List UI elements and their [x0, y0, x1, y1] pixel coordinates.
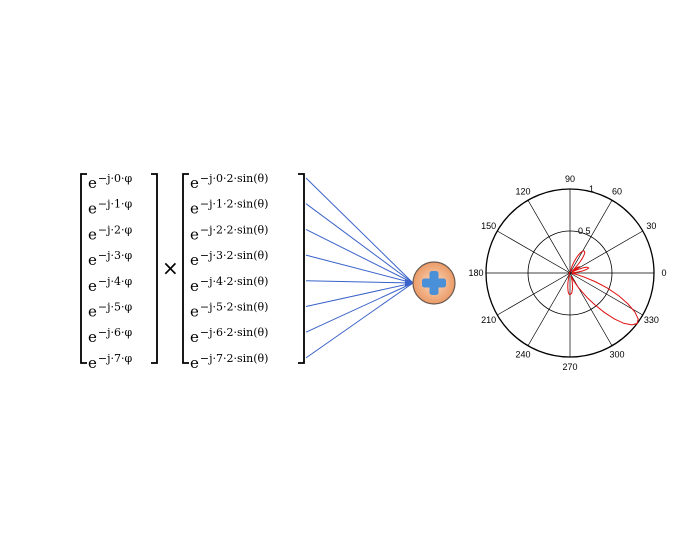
- right-vector-entry-base: e: [190, 174, 199, 192]
- polar-spoke-330: [569, 272, 643, 316]
- polar-beam-pattern: 0 30 60 90 120 150 180 210 240 270 300 330 0.5 1: [468, 174, 666, 372]
- polar-series-line: [567, 250, 639, 326]
- left-vector-entry-exponent: −j·1·φ: [98, 198, 133, 211]
- signal-lines: [305, 177, 414, 359]
- polar-angle-label-0: 0: [661, 268, 666, 278]
- right-vector-entry-2: e−j·2·2·sin(θ): [190, 223, 268, 243]
- left-vector-entry-base: e: [88, 225, 97, 243]
- left-vector-entry-exponent: −j·2·φ: [98, 223, 133, 236]
- left-vector-entry-5: e−j·5·φ: [88, 301, 133, 321]
- left-vector-entry-0: e−j·0·φ: [88, 172, 133, 192]
- summing-node: [412, 261, 456, 305]
- right-vector-entry-7: e−j·7·2·sin(θ): [190, 352, 268, 372]
- right-vector-entry-exponent: −j·5·2·sin(θ): [200, 301, 269, 314]
- right-vector-left-bracket: [182, 173, 189, 364]
- arrowhead: [405, 279, 414, 287]
- right-vector-entry-exponent: −j·2·2·sin(θ): [200, 223, 269, 236]
- radial-label-0.5: 0.5: [578, 226, 591, 236]
- left-vector-entry-exponent: −j·7·φ: [98, 352, 133, 365]
- left-vector-right-bracket: [151, 173, 158, 364]
- right-vector-entry-exponent: −j·3·2·sin(θ): [200, 249, 269, 262]
- right-vector-entry-0: e−j·0·2·sin(θ): [190, 172, 268, 192]
- right-vector-entry-base: e: [190, 277, 199, 295]
- left-vector-entry-base: e: [88, 200, 97, 218]
- polar-angle-label-300: 300: [609, 349, 624, 359]
- left-vector-entry-base: e: [88, 328, 97, 346]
- right-vector-entry-base: e: [190, 328, 199, 346]
- polar-angle-label-270: 270: [562, 362, 577, 372]
- polar-spoke-120: [527, 200, 571, 274]
- right-vector-entry-exponent: −j·1·2·sin(θ): [200, 198, 269, 211]
- left-vector-entry-exponent: −j·5·φ: [98, 301, 133, 314]
- right-vector-entry-base: e: [190, 251, 199, 269]
- polar-angle-label-90: 90: [565, 174, 575, 184]
- right-vector-entry-base: e: [190, 354, 199, 372]
- right-vector-entry-4: e−j·4·2·sin(θ): [190, 275, 268, 295]
- right-vector-entry-exponent: −j·7·2·sin(θ): [200, 352, 269, 365]
- right-vector-entry-1: e−j·1·2·sin(θ): [190, 198, 268, 218]
- signal-line-1: [305, 203, 414, 284]
- polar-angle-label-120: 120: [515, 187, 530, 197]
- polar-angle-label-240: 240: [515, 349, 530, 359]
- plus-icon: [422, 271, 446, 295]
- right-vector-entry-3: e−j·3·2·sin(θ): [190, 249, 268, 269]
- polar-spoke-210: [497, 272, 571, 316]
- right-vector-right-bracket: [298, 173, 305, 364]
- left-vector-entry-base: e: [88, 303, 97, 321]
- polar-spoke-240: [527, 272, 571, 346]
- radial-label-1: 1: [589, 184, 594, 194]
- signal-line-6: [305, 282, 414, 333]
- left-vector-entry-base: e: [88, 174, 97, 192]
- polar-angle-labels: 0 30 60 90 120 150 180 210 240 270 300 330: [468, 174, 666, 372]
- signal-line-7: [305, 282, 414, 359]
- right-vector-entry-exponent: −j·0·2·sin(θ): [200, 172, 269, 185]
- right-vector-entry-base: e: [190, 225, 199, 243]
- right-vector-entry-exponent: −j·6·2·sin(θ): [200, 326, 269, 339]
- right-vector-entry-5: e−j·5·2·sin(θ): [190, 301, 268, 321]
- left-vector-left-bracket: [80, 173, 87, 364]
- right-vector-entry-6: e−j·6·2·sin(θ): [190, 326, 268, 346]
- polar-angle-label-60: 60: [612, 187, 622, 197]
- left-vector-entry-exponent: −j·0·φ: [98, 172, 133, 185]
- left-vector-entry-3: e−j·3·φ: [88, 249, 133, 269]
- right-steering-vector: e−j·0·2·sin(θ)e−j·1·2·sin(θ)e−j·2·2·sin(…: [182, 172, 305, 372]
- polar-spoke-30: [569, 230, 643, 274]
- polar-angle-label-150: 150: [481, 221, 496, 231]
- signal-line-5: [305, 282, 414, 307]
- polar-angle-label-210: 210: [481, 315, 496, 325]
- polar-spoke-60: [569, 200, 613, 274]
- left-phase-vector: e−j·0·φe−j·1·φe−j·2·φe−j·3·φe−j·4·φe−j·5…: [80, 172, 158, 372]
- polar-angle-label-330: 330: [644, 315, 659, 325]
- right-vector-entry-base: e: [190, 200, 199, 218]
- signal-line-0: [305, 177, 414, 284]
- left-vector-entry-1: e−j·1·φ: [88, 198, 133, 218]
- left-vector-entry-2: e−j·2·φ: [88, 223, 133, 243]
- left-vector-entry-7: e−j·7·φ: [88, 352, 133, 372]
- polar-angle-label-30: 30: [646, 221, 656, 231]
- left-vector-entry-4: e−j·4·φ: [88, 275, 133, 295]
- left-vector-entry-exponent: −j·4·φ: [98, 275, 133, 288]
- left-vector-entry-base: e: [88, 277, 97, 295]
- right-vector-entry-exponent: −j·4·2·sin(θ): [200, 275, 269, 288]
- left-vector-entry-6: e−j·6·φ: [88, 326, 133, 346]
- signal-line-4: [305, 280, 414, 284]
- multiply-operator: ×: [162, 256, 179, 280]
- right-vector-entry-base: e: [190, 303, 199, 321]
- left-vector-entry-base: e: [88, 251, 97, 269]
- polar-spoke-150: [497, 230, 571, 274]
- polar-angle-label-180: 180: [468, 268, 483, 278]
- signal-line-3: [305, 254, 414, 284]
- signal-line-2: [305, 228, 414, 284]
- left-vector-entry-exponent: −j·6·φ: [98, 326, 133, 339]
- left-vector-entry-base: e: [88, 354, 97, 372]
- left-vector-entry-exponent: −j·3·φ: [98, 249, 133, 262]
